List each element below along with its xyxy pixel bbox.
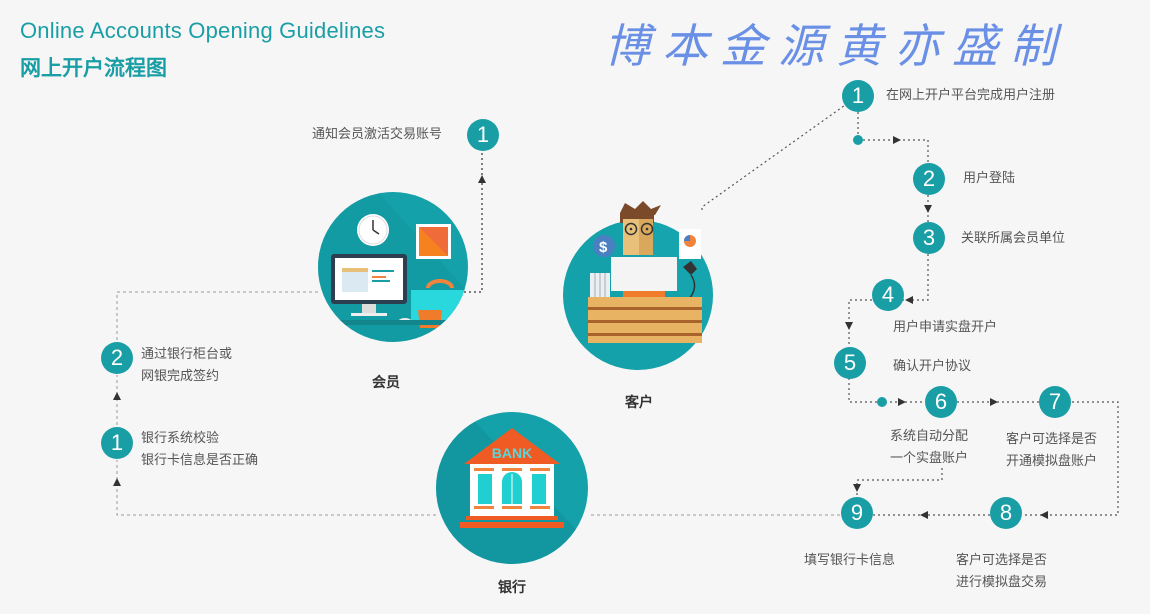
customer-step-7-label-line1: 客户可选择是否 [1006,432,1098,447]
customer-step-3-badge: 3 [913,222,945,254]
customer-step-1-label: 在网上开户平台完成用户注册 [886,88,1056,103]
flow-start-dot [853,135,863,145]
bank-step-1-label-line1: 银行系统校验 [141,431,220,446]
bank-step-1-label-line2: 银行卡信息是否正确 [141,453,259,468]
member-hub-label: 会员 [372,375,400,391]
bank-step-2-badge: 2 [101,342,133,374]
title-english: Online Accounts Opening Guidelines [20,18,386,43]
customer-step-7-badge: 7 [1039,386,1071,418]
customer-step-8-label-line2: 进行模拟盘交易 [956,575,1048,590]
title-chinese: 网上开户流程图 [20,56,167,80]
svg-text:$: $ [599,239,608,256]
customer-step-7-label-line2: 开通模拟盘账户 [1006,454,1098,469]
customer-step-8-badge: 8 [990,497,1022,529]
customer-step-2-label: 用户登陆 [963,171,1016,186]
customer-hub-label: 客户 [625,395,653,411]
customer-step-8-label-line1: 客户可选择是否 [956,553,1048,568]
bank-building-icon: BANK [436,412,588,564]
customer-step-5-badge: 5 [834,347,866,379]
svg-text:BANK: BANK [492,445,532,461]
bank-hub-illustration: BANK [436,412,588,564]
customer-figure: $ [588,201,702,343]
customer-step-4-label: 用户申请实盘开户 [893,320,998,335]
customer-step-5-label: 确认开户协议 [893,359,972,374]
watermark-signature: 博本金源黄亦盛制 [604,19,1068,73]
flow-branch-dot [877,397,887,407]
member-step-1-badge: 1 [467,119,499,151]
bank-step-1-badge: 1 [101,427,133,459]
customer-step-2-badge: 2 [913,163,945,195]
customer-step-4-badge: 4 [872,279,904,311]
member-step-1-label: 通知会员激活交易账号 [312,127,443,142]
bank-step-2-label-line1: 通过银行柜台或 [141,347,233,362]
customer-step-9-label: 填写银行卡信息 [804,553,896,568]
office-desk-icon [318,192,468,342]
customer-step-6-badge: 6 [925,386,957,418]
customer-step-3-label: 关联所属会员单位 [961,231,1066,246]
customer-step-9-badge: 9 [841,497,873,529]
customer-step-1-badge: 1 [842,80,874,112]
member-hub-illustration [318,192,468,342]
customer-step-6-label-line2: 一个实盘账户 [890,451,969,466]
customer-step-6-label-line1: 系统自动分配 [890,429,969,444]
bank-hub-label: 银行 [498,580,526,596]
bank-step-2-label-line2: 网银完成签约 [141,369,220,384]
